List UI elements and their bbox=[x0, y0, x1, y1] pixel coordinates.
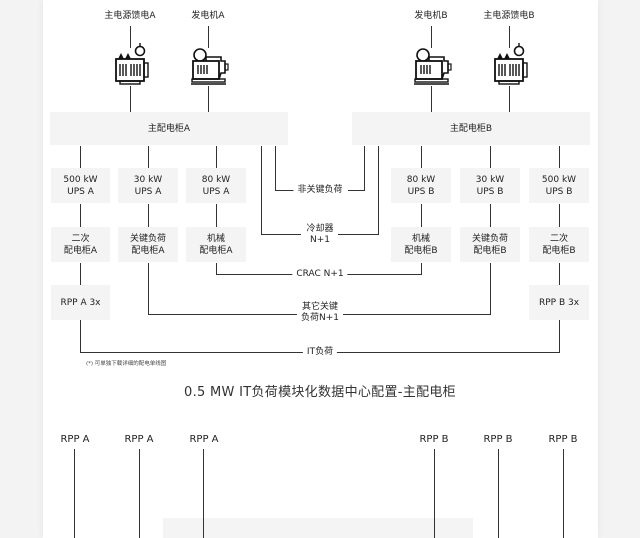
line-crac-a bbox=[216, 263, 217, 274]
source-label-utility-a: 主电源馈电A bbox=[104, 11, 156, 21]
line-noncritical-b bbox=[364, 146, 365, 190]
line-chiller-b bbox=[378, 146, 379, 234]
line-generator-a-top bbox=[208, 26, 209, 48]
line-bottom-rpp-a-3 bbox=[203, 449, 204, 538]
load-label-other-critical: 其它关键 负荷N+1 bbox=[297, 302, 343, 324]
line-chiller-a bbox=[261, 146, 262, 234]
ups-label: 30 kW UPS B bbox=[475, 174, 505, 197]
line-ups-dist-b2 bbox=[490, 204, 491, 227]
bottom-panel-box bbox=[163, 518, 473, 538]
bottom-rpp-a-3: RPP A bbox=[189, 434, 219, 445]
bottom-rpp-b-2: RPP B bbox=[483, 434, 513, 445]
line-utility-a-bottom bbox=[130, 86, 131, 112]
ups-b-500kw: 500 kW UPS B bbox=[529, 168, 589, 203]
line-main-a-ups3 bbox=[216, 146, 217, 168]
dist-panel-label: 关键负荷 配电柜B bbox=[471, 233, 508, 256]
ups-a-80kw: 80 kW UPS A bbox=[186, 168, 246, 203]
rpp-a-3x: RPP A 3x bbox=[51, 285, 110, 320]
source-label-generator-a: 发电机A bbox=[191, 11, 225, 21]
dist-panel-b-critical: 关键负荷 配电柜B bbox=[460, 227, 520, 262]
ups-label: 80 kW UPS B bbox=[406, 174, 436, 197]
line-noncritical-a-h bbox=[275, 190, 297, 191]
line-it-b bbox=[559, 320, 560, 352]
ups-label: 500 kW UPS B bbox=[541, 174, 577, 197]
ups-label: 80 kW UPS A bbox=[201, 174, 231, 197]
line-utility-b-top bbox=[509, 26, 510, 48]
load-label-chiller: 冷却器 N+1 bbox=[302, 224, 338, 246]
source-label-generator-b: 发电机B bbox=[414, 11, 448, 21]
rpp-label: RPP A 3x bbox=[60, 297, 101, 308]
ups-b-30kw: 30 kW UPS B bbox=[460, 168, 520, 203]
source-label-utility-b: 主电源馈电B bbox=[483, 11, 535, 21]
line-ups-dist-a3 bbox=[216, 204, 217, 227]
ups-a-500kw: 500 kW UPS A bbox=[51, 168, 110, 203]
line-utility-b-bottom bbox=[509, 86, 510, 112]
bottom-rpp-a-2: RPP A bbox=[124, 434, 154, 445]
ups-a-30kw: 30 kW UPS A bbox=[118, 168, 178, 203]
bottom-rpp-a-1: RPP A bbox=[60, 434, 90, 445]
generator-icon bbox=[191, 48, 229, 85]
line-bottom-rpp-a-2 bbox=[139, 449, 140, 538]
line-ups-dist-b3 bbox=[559, 204, 560, 227]
line-bottom-rpp-b-3 bbox=[563, 449, 564, 538]
load-label-crac: CRAC N+1 bbox=[292, 269, 348, 280]
line-bottom-rpp-b-1 bbox=[434, 449, 435, 538]
dist-panel-label: 机械 配电柜A bbox=[199, 233, 233, 256]
line-generator-b-top bbox=[431, 26, 432, 48]
ups-b-80kw: 80 kW UPS B bbox=[391, 168, 451, 203]
dist-panel-label: 二次 配电柜A bbox=[63, 233, 98, 256]
line-other-critical-a bbox=[148, 263, 149, 314]
line-bottom-rpp-a-1 bbox=[74, 449, 75, 538]
main-switchboard-a: 主配电柜A bbox=[50, 112, 288, 145]
line-main-b-ups1 bbox=[421, 146, 422, 168]
transformer-icon bbox=[115, 43, 149, 85]
line-ups-dist-b1 bbox=[421, 204, 422, 227]
line-main-b-ups2 bbox=[490, 146, 491, 168]
line-main-b-ups3 bbox=[559, 146, 560, 168]
generator-icon bbox=[414, 48, 452, 85]
load-label-it: IT负荷 bbox=[302, 347, 338, 358]
line-noncritical-a bbox=[275, 146, 276, 190]
main-switchboard-b-label: 主配电柜B bbox=[449, 123, 493, 134]
bottom-rpp-b-1: RPP B bbox=[419, 434, 449, 445]
section-title: 0.5 MW IT负荷模块化数据中心配置-主配电柜 bbox=[184, 385, 456, 400]
line-chiller-b-h bbox=[338, 234, 379, 235]
ups-label: 30 kW UPS A bbox=[133, 174, 163, 197]
line-generator-b-bottom bbox=[431, 86, 432, 112]
line-generator-a-bottom bbox=[208, 86, 209, 112]
line-dist-rpp-b bbox=[559, 263, 560, 285]
line-ups-dist-a2 bbox=[148, 204, 149, 227]
ups-label: 500 kW UPS A bbox=[63, 174, 98, 197]
line-crac-b bbox=[421, 263, 422, 274]
line-it-a bbox=[80, 320, 81, 352]
dist-panel-label: 关键负荷 配电柜A bbox=[129, 233, 166, 256]
line-dist-rpp-a bbox=[80, 263, 81, 285]
load-label-noncritical: 非关键负荷 bbox=[293, 185, 347, 196]
rpp-label: RPP B 3x bbox=[538, 297, 580, 308]
main-switchboard-a-label: 主配电柜A bbox=[147, 123, 191, 134]
line-bottom-rpp-b-2 bbox=[498, 449, 499, 538]
dist-panel-a-mechanical: 机械 配电柜A bbox=[186, 227, 246, 262]
dist-panel-b-secondary: 二次 配电柜B bbox=[529, 227, 589, 262]
line-noncritical-b-h bbox=[348, 190, 365, 191]
footnote: (*) 可单独下载详细的配电单线图 bbox=[86, 361, 167, 367]
line-utility-a-top bbox=[130, 26, 131, 48]
dist-panel-b-mechanical: 机械 配电柜B bbox=[391, 227, 451, 262]
dist-panel-a-critical: 关键负荷 配电柜A bbox=[118, 227, 178, 262]
transformer-icon bbox=[494, 43, 528, 85]
line-other-critical-b bbox=[490, 263, 491, 314]
dist-panel-label: 二次 配电柜B bbox=[542, 233, 576, 256]
line-ups-dist-a1 bbox=[80, 204, 81, 227]
line-chiller-a-h bbox=[261, 234, 301, 235]
bottom-rpp-b-3: RPP B bbox=[548, 434, 578, 445]
main-switchboard-b: 主配电柜B bbox=[352, 112, 590, 145]
line-main-a-ups1 bbox=[80, 146, 81, 168]
rpp-b-3x: RPP B 3x bbox=[529, 285, 589, 320]
dist-panel-a-secondary: 二次 配电柜A bbox=[51, 227, 110, 262]
dist-panel-label: 机械 配电柜B bbox=[404, 233, 438, 256]
line-main-a-ups2 bbox=[148, 146, 149, 168]
